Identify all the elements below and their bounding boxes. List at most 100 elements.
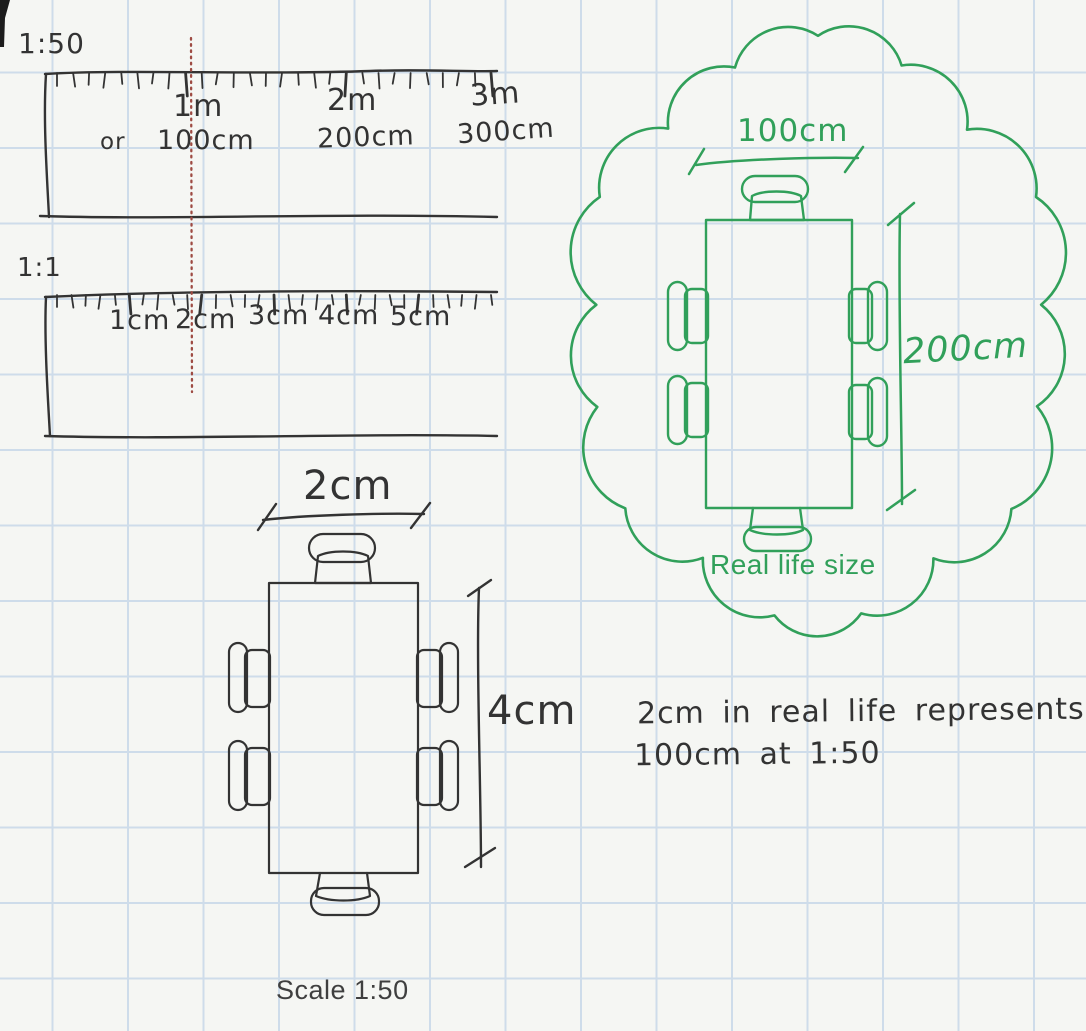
dimension-line xyxy=(694,156,860,167)
dimension-line xyxy=(476,586,483,869)
ruler-1-1 xyxy=(43,290,499,439)
minor-tick xyxy=(391,72,396,85)
scale-caption: Scale 1:50 xyxy=(276,975,409,1005)
minor-tick xyxy=(171,294,176,306)
major-tick xyxy=(343,71,348,98)
minor-tick xyxy=(446,294,451,309)
real-life-drawing xyxy=(569,25,1068,638)
minor-tick xyxy=(102,72,107,89)
ruler-1-50 xyxy=(38,69,499,219)
real-table-chairs xyxy=(666,174,889,553)
major-tick xyxy=(415,293,421,316)
chair-seat xyxy=(415,746,444,807)
major-tick xyxy=(184,71,189,98)
major-tick xyxy=(489,71,495,98)
dimension-end-slash xyxy=(463,846,497,869)
major-tick xyxy=(272,293,277,316)
minor-tick xyxy=(330,294,335,306)
scaled-table-chairs xyxy=(227,532,460,917)
real-table-top xyxy=(704,218,854,510)
dimension-end-slash xyxy=(466,578,493,598)
minor-tick xyxy=(186,294,189,311)
minor-tick xyxy=(229,294,234,308)
ruler-11-ticks xyxy=(56,293,494,316)
chair-seat xyxy=(847,287,874,345)
scaled-height-label: 4cm xyxy=(487,688,577,734)
ruler-150-left-edge xyxy=(43,72,51,219)
minor-tick xyxy=(87,72,90,86)
scaled-table-top xyxy=(267,581,420,875)
real-height-label: 200cm xyxy=(902,325,1030,373)
ruler-150-3m-label: 3m xyxy=(468,75,522,114)
scaled-table-drawing xyxy=(227,501,497,917)
dimension-end-slash xyxy=(886,201,916,227)
dimension-end-slash xyxy=(687,147,706,176)
minor-tick xyxy=(409,72,412,89)
chair-seat xyxy=(748,190,806,222)
minor-tick xyxy=(279,72,283,88)
minor-tick xyxy=(156,294,160,311)
ruler-150-top-edge xyxy=(43,69,499,76)
ruler-11-top-edge xyxy=(43,290,499,299)
note-line-2: 100cm at 1:50 xyxy=(633,735,881,774)
minor-tick xyxy=(167,72,171,90)
dimension-line xyxy=(898,212,904,506)
ruler-150-2m-label: 2m xyxy=(327,83,378,118)
thought-cloud xyxy=(569,25,1068,638)
minor-tick xyxy=(287,294,292,310)
chair-back xyxy=(438,641,460,714)
dimension-end-slash xyxy=(843,145,865,174)
dimension-line xyxy=(261,512,426,522)
major-tick xyxy=(198,293,204,316)
chair-back xyxy=(740,174,810,204)
minor-tick xyxy=(300,294,304,306)
chair-back xyxy=(438,739,460,812)
minor-tick xyxy=(313,72,317,89)
minor-tick xyxy=(297,72,300,86)
dimension-end-slash xyxy=(409,501,432,530)
minor-tick xyxy=(473,72,477,87)
ruler-150-bottom-edge xyxy=(38,214,499,219)
minor-tick xyxy=(490,294,494,306)
ruler-11-2cm-label: 2cm xyxy=(175,304,237,335)
minor-tick xyxy=(432,294,435,308)
ruler-11-4cm-label: 4cm xyxy=(318,300,380,331)
scaled-width-label: 2cm xyxy=(303,463,393,509)
minor-tick xyxy=(200,72,204,89)
ruler-150-200cm-label: 200cm xyxy=(316,120,416,155)
ruler-150-or-label: or xyxy=(100,129,126,155)
minor-tick xyxy=(214,72,219,86)
ruler-11-bottom-edge xyxy=(43,434,499,439)
chair-back xyxy=(742,525,813,553)
minor-tick xyxy=(120,72,124,85)
minor-tick xyxy=(114,294,117,306)
minor-tick xyxy=(377,72,381,90)
chair-seat xyxy=(314,871,372,902)
major-tick xyxy=(344,293,349,316)
ruler-150-300cm-label: 300cm xyxy=(456,112,556,151)
chair-seat xyxy=(683,381,710,439)
minor-tick xyxy=(151,72,155,85)
chair-back xyxy=(666,280,689,352)
minor-tick xyxy=(70,294,75,309)
minor-tick xyxy=(97,294,102,310)
dimension-end-slash xyxy=(885,488,917,512)
chair-seat xyxy=(313,550,373,585)
minor-tick xyxy=(72,72,76,88)
minor-tick xyxy=(314,294,319,311)
chair-seat xyxy=(243,746,272,807)
height-dimension-4cm xyxy=(463,578,497,869)
chair-back xyxy=(866,376,889,448)
dimension-end-slash xyxy=(256,502,278,532)
minor-tick xyxy=(248,72,253,87)
note-line-1: 2cm in real life represents xyxy=(636,691,1085,732)
chair-seat xyxy=(415,648,444,709)
chair-back xyxy=(866,280,889,352)
minor-tick xyxy=(460,294,464,307)
minor-tick xyxy=(358,294,362,306)
ruler-150-1m-label: 1m xyxy=(173,89,224,124)
real-life-caption: Real life size xyxy=(710,549,876,580)
real-width-label: 100cm xyxy=(737,113,849,149)
